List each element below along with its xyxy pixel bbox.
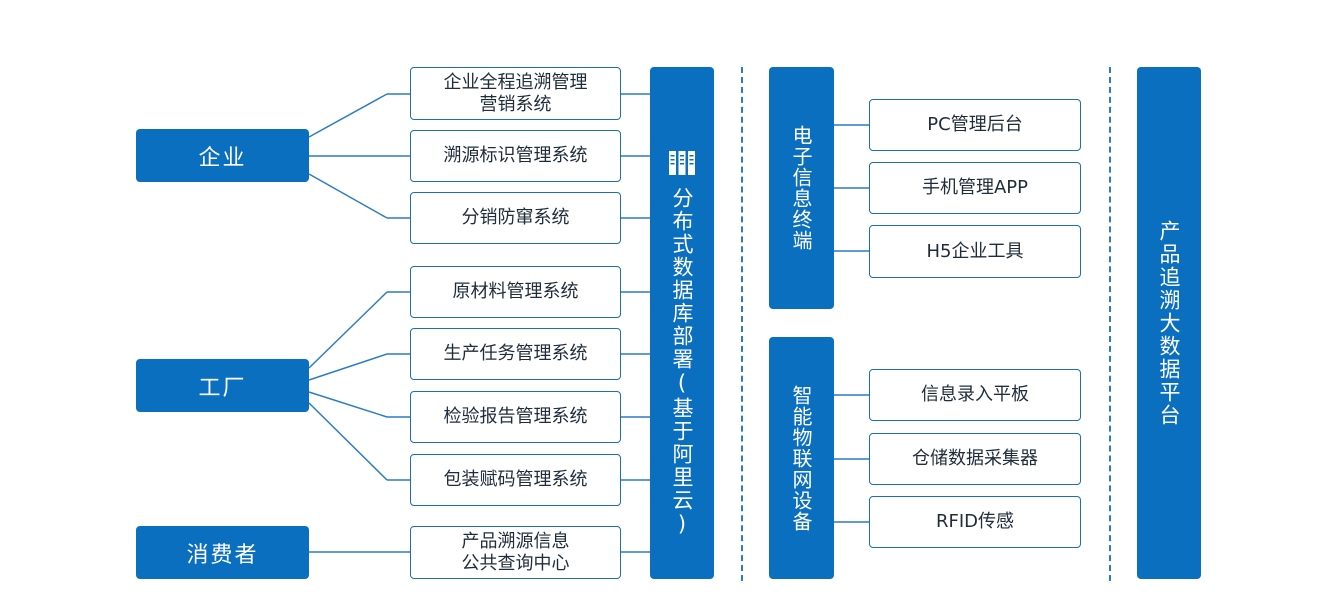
dashed-separator	[741, 67, 743, 581]
server-rack-icon	[669, 151, 695, 175]
distributed-database-box: 分布式数据库部署(基于阿里云)	[650, 67, 714, 579]
dashed-separator	[1109, 67, 1111, 581]
connector	[308, 173, 388, 219]
system-label: 公共查询中心	[461, 552, 570, 574]
system-label: 营销系统	[479, 93, 552, 115]
connector	[308, 391, 388, 418]
electronic-terminal-box: 电子信息终端	[769, 67, 834, 309]
production-task-system-box: 生产任务管理系统	[410, 328, 621, 380]
database-label: 分布式数据库部署(基于阿里云)	[670, 187, 694, 538]
platform-label: 产品追溯大数据平台	[1157, 219, 1181, 427]
iot-label: 智能物联网设备	[789, 384, 813, 532]
h5-tool-box: H5企业工具	[869, 225, 1081, 278]
inspection-report-system-box: 检验报告管理系统	[410, 391, 621, 443]
pc-admin-box: PC管理后台	[869, 99, 1081, 151]
consumer-box: 消费者	[136, 526, 309, 579]
connector	[308, 291, 388, 369]
terminal-label: 电子信息终端	[789, 125, 813, 251]
connector	[308, 402, 388, 481]
raw-material-system-box: 原材料管理系统	[410, 266, 621, 318]
anti-fleeing-system-box: 分销防窜系统	[410, 192, 621, 244]
mobile-app-box: 手机管理APP	[869, 162, 1081, 214]
iot-device-box: 智能物联网设备	[769, 337, 834, 579]
big-data-platform-box: 产品追溯大数据平台	[1137, 67, 1201, 579]
connector	[308, 93, 388, 138]
enterprise-trace-system-box: 企业全程追溯管理 营销系统	[410, 67, 621, 120]
connector	[308, 353, 388, 381]
factory-box: 工厂	[136, 359, 309, 412]
rfid-sensor-box: RFID传感	[869, 496, 1081, 548]
data-entry-tablet-box: 信息录入平板	[869, 369, 1081, 421]
trace-id-system-box: 溯源标识管理系统	[410, 130, 621, 182]
system-label: 企业全程追溯管理	[443, 71, 588, 93]
consumer-query-center-box: 产品溯源信息 公共查询中心	[410, 526, 621, 579]
system-label: 产品溯源信息	[461, 530, 570, 552]
packaging-code-system-box: 包装赋码管理系统	[410, 454, 621, 506]
warehouse-collector-box: 仓储数据采集器	[869, 433, 1081, 485]
enterprise-box: 企业	[136, 129, 309, 182]
